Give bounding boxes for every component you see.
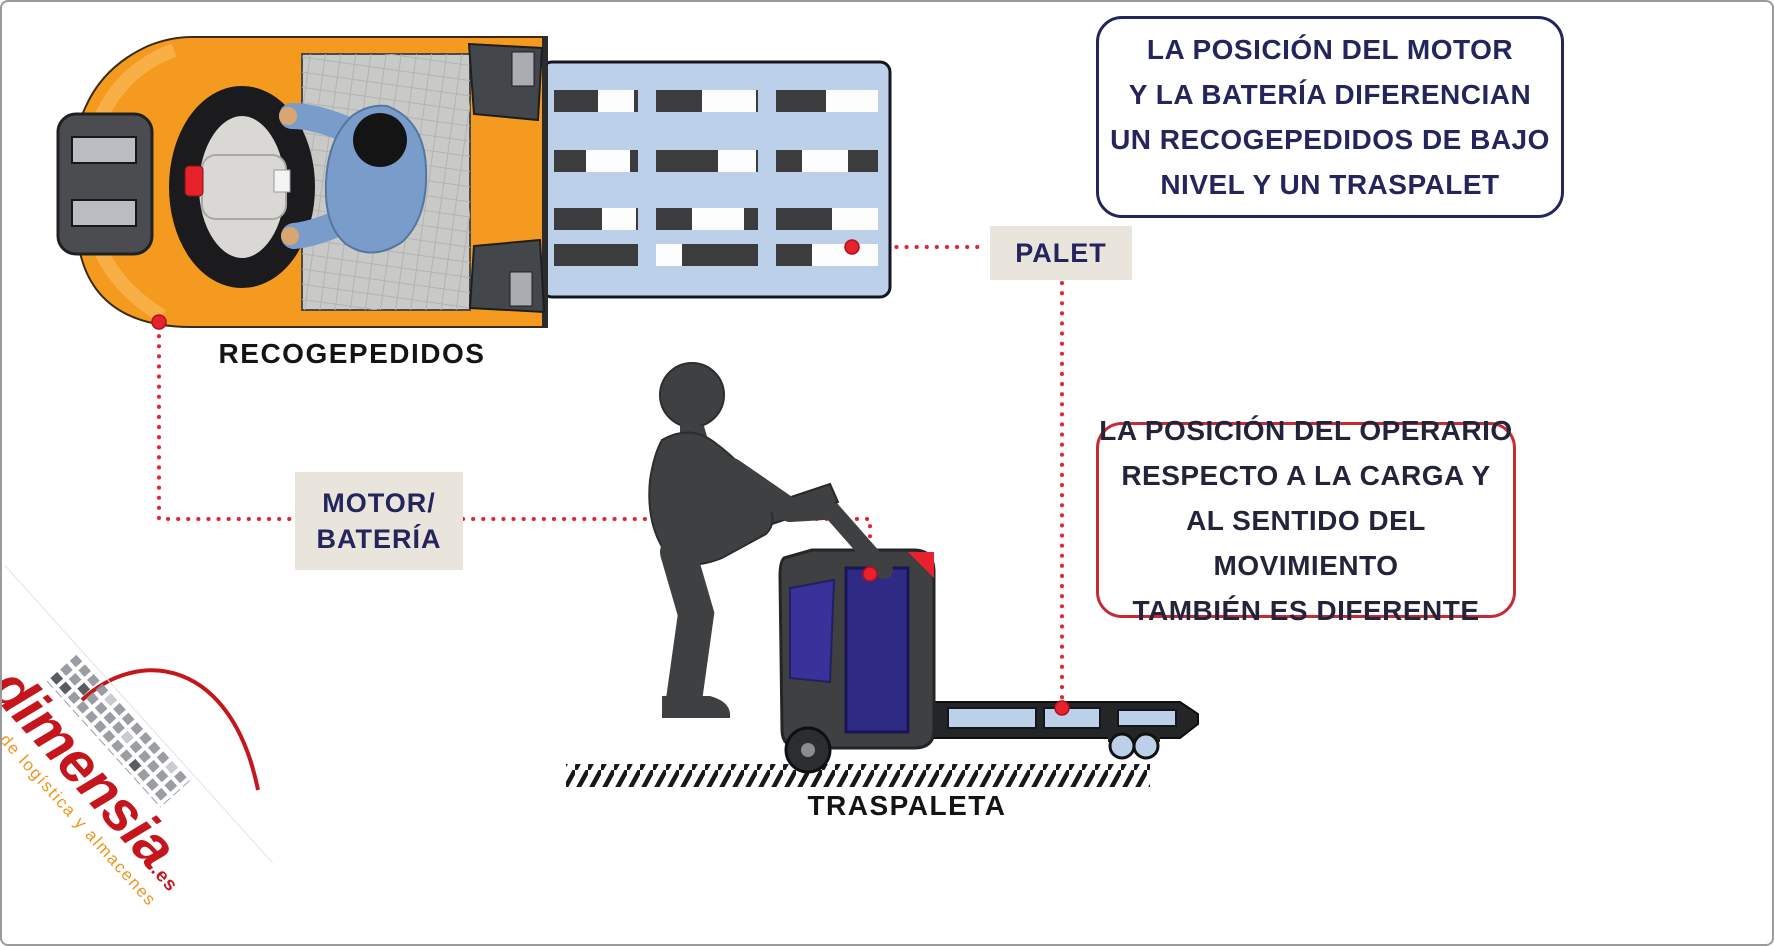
motor-dot-recogepedidos: [151, 314, 167, 330]
motor-connector-left: [157, 324, 295, 521]
red-marker: [908, 552, 934, 578]
pallet-truck-body: [778, 548, 936, 774]
logo-mosaic-icon: [46, 654, 191, 808]
palet-tag: PALET: [990, 226, 1132, 280]
recogepedidos-title: RECOGEPEDIDOS: [218, 338, 486, 369]
operator-silhouette: [648, 362, 836, 718]
operator-foot: [662, 696, 731, 718]
red-control: [184, 165, 204, 197]
traspaleta-title: TRASPALETA: [807, 790, 1007, 821]
motor-callout: LA POSICIÓN DEL MOTOR Y LA BATERÍA DIFER…: [1096, 16, 1564, 218]
motor-callout-line: NIVEL Y UN TRASPALET: [1160, 169, 1500, 200]
operario-callout-line: TAMBIÉN ES DIFERENTE: [1132, 594, 1480, 626]
operario-callout-line: RESPECTO A LA CARGA Y: [1121, 459, 1491, 491]
recogepedidos-illustration: [56, 36, 892, 328]
operator-head: [353, 113, 407, 167]
operator-top-view: [279, 103, 428, 254]
motor-callout-line: LA POSICIÓN DEL MOTOR: [1146, 34, 1514, 65]
motor-callout-line: Y LA BATERÍA DIFERENCIAN: [1128, 79, 1532, 110]
steering-wheel: [169, 86, 315, 288]
ground-hatch: [566, 764, 1150, 787]
load-wheel: [1132, 732, 1160, 760]
motor-label-line1: MOTOR/: [322, 488, 436, 518]
operario-callout-line: AL SENTIDO DEL MOVIMIENTO: [1186, 504, 1426, 581]
operario-callout-line: LA POSICIÓN DEL OPERARIO: [1099, 414, 1513, 446]
motor-bateria-tag: MOTOR/ BATERÍA: [295, 472, 463, 570]
palet-dot: [844, 239, 860, 255]
pallet-truck-forks: [929, 701, 1199, 760]
dimensia-logo: www. dimensia .es Ingeniería de logístic…: [2, 565, 273, 939]
motor-callout-line: UN RECOGEPEDIDOS DE BAJO: [1110, 124, 1550, 155]
traspaleta-illustration: [566, 362, 1199, 787]
operario-callout: LA POSICIÓN DEL OPERARIO RESPECTO A LA C…: [1096, 415, 1516, 626]
palet-tag-label: PALET: [1015, 238, 1107, 268]
motor-dot-traspaleta: [862, 566, 878, 582]
logo-arc: [80, 668, 260, 791]
battery-pack: [844, 566, 910, 734]
motor-label-line2: BATERÍA: [316, 524, 442, 554]
fork-dot: [1054, 700, 1070, 716]
pallet-shape: [540, 60, 892, 299]
